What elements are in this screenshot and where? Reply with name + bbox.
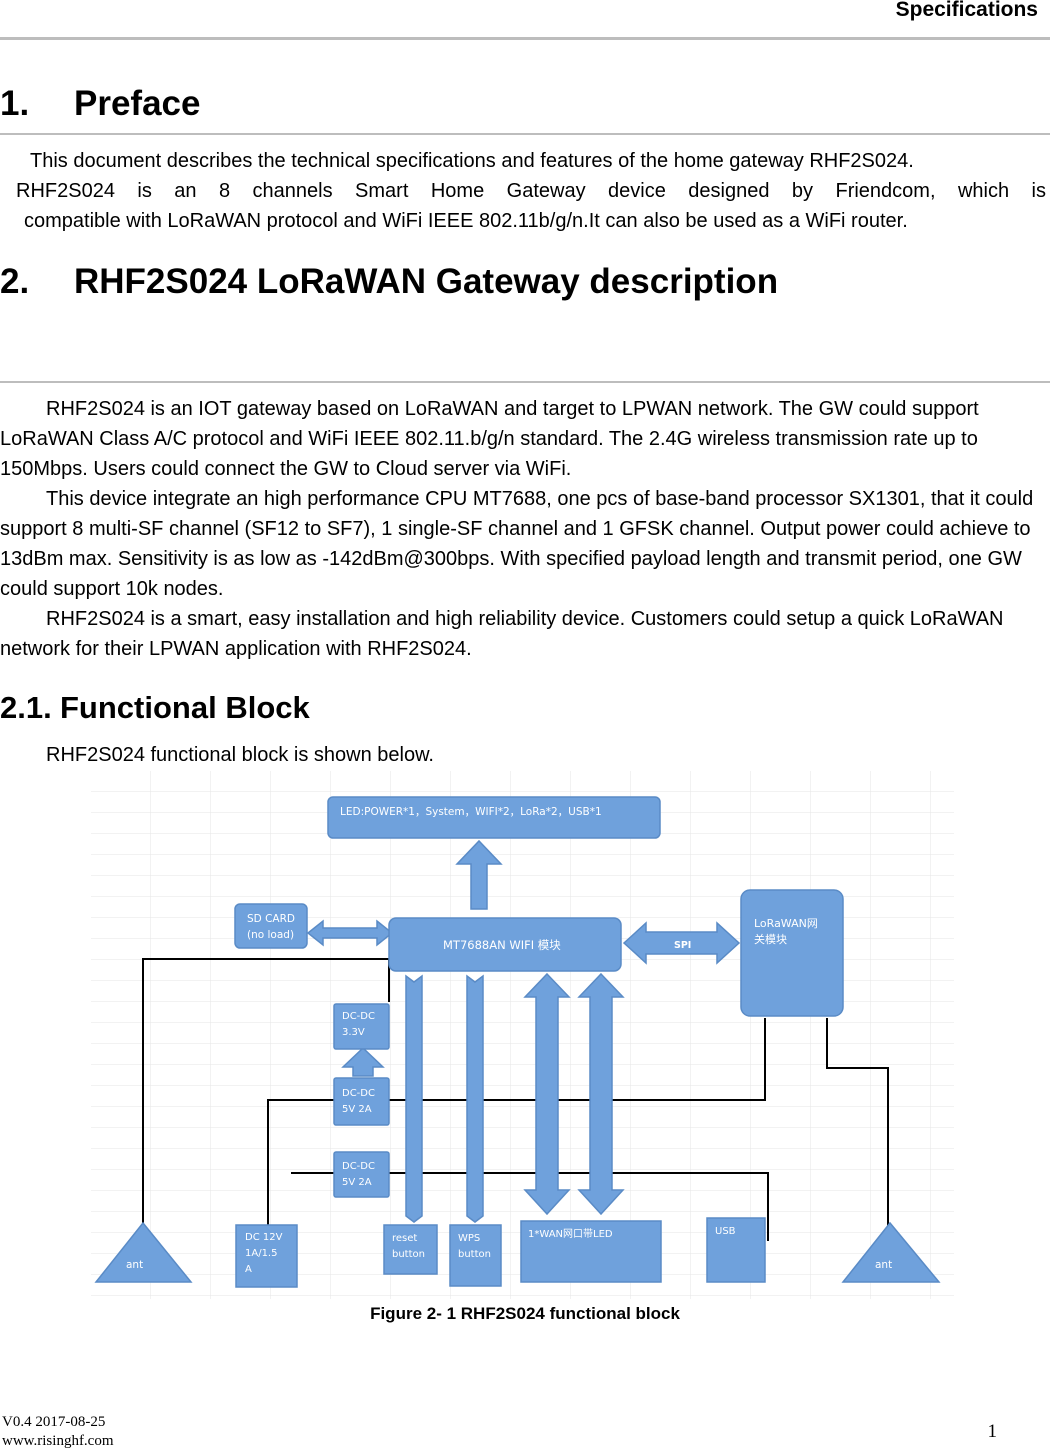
dcdc-3v3-box: DC-DC 3.3V	[333, 1003, 390, 1050]
dcdc-5v-2-label-1: DC-DC	[342, 1161, 375, 1172]
lorawan-box: LoRaWAN网 关模块	[740, 889, 844, 1017]
preface-line-2: RHF2S024 is an 8 channels Smart Home Gat…	[16, 180, 1046, 202]
dcdc-5v-box-1: DC-DC 5V 2A	[333, 1077, 390, 1126]
spi-label: SPI	[674, 940, 691, 951]
figure-caption: Figure 2- 1 RHF2S024 functional block	[370, 1304, 680, 1323]
section-2-1-title: Functional Block	[60, 690, 310, 725]
lorawan-label-1: LoRaWAN网	[754, 917, 818, 930]
wps-label-1: WPS	[458, 1233, 480, 1244]
ant-left-label: ant	[126, 1259, 143, 1271]
footer-version: V0.4 2017-08-25	[2, 1414, 106, 1430]
arrow-wan-1	[523, 972, 571, 1216]
section-2-number: 2.	[0, 262, 30, 301]
section-1-rule	[0, 133, 1050, 135]
diagram-wires	[142, 958, 889, 1241]
reset-button-box: reset button	[383, 1224, 438, 1275]
dc12v-label-1: DC 12V	[245, 1232, 283, 1243]
wps-label-2: button	[458, 1249, 491, 1260]
section-1-heading: 1. Preface	[0, 84, 200, 124]
diagram-grid-background	[91, 771, 954, 1299]
preface-paragraph: This document describes the technical sp…	[16, 146, 1046, 236]
ant-left: ant	[94, 1221, 193, 1283]
section-2-heading: 2. RHF2S024 LoRaWAN Gateway description	[0, 262, 778, 302]
functional-block-intro: RHF2S024 functional block is shown below…	[46, 744, 434, 766]
dcdc-5v-1-label-1: DC-DC	[342, 1088, 375, 1099]
wps-button-box: WPS button	[449, 1224, 502, 1287]
led-box: LED:POWER*1，System，WIFI*2，LoRa*2，USB*1	[327, 796, 661, 839]
dc12v-label-2: 1A/1.5	[245, 1248, 277, 1259]
dcdc-5v-2-label-2: 5V 2A	[342, 1177, 372, 1188]
dcdc-3v3-label-1: DC-DC	[342, 1011, 375, 1022]
ant-right: ant	[841, 1221, 941, 1283]
description-body: RHF2S024 is an IOT gateway based on LoRa…	[0, 394, 1056, 664]
header-rule	[0, 37, 1050, 40]
section-2-title: RHF2S024 LoRaWAN Gateway description	[74, 262, 779, 301]
section-2-rule	[0, 381, 1050, 383]
reset-label-1: reset	[392, 1233, 417, 1244]
footer-info: V0.4 2017-08-25 www.risinghf.com	[2, 1413, 114, 1451]
footer-website: www.risinghf.com	[2, 1433, 114, 1449]
dcdc-5v-box-2: DC-DC 5V 2A	[333, 1151, 390, 1198]
lorawan-label-2: 关模块	[754, 932, 787, 946]
preface-line-3: compatible with LoRaWAN protocol and WiF…	[24, 210, 908, 232]
sd-card-label-2: (no load)	[247, 929, 294, 941]
arrow-dcdc	[341, 1046, 385, 1077]
description-paragraph-1: RHF2S024 is an IOT gateway based on LoRa…	[0, 398, 979, 480]
ant-right-label: ant	[875, 1259, 892, 1271]
header-title: Specifications	[895, 0, 1038, 21]
page-number: 1	[987, 1421, 998, 1442]
description-paragraph-2: This device integrate an high performanc…	[0, 488, 1034, 600]
arrow-wan-2	[577, 972, 625, 1216]
arrow-wps	[466, 974, 484, 1223]
arrow-up-led	[455, 839, 503, 910]
section-2-1-heading: 2.1.Functional Block	[0, 690, 310, 726]
section-1-title: Preface	[74, 84, 201, 123]
mt7688-label: MT7688AN WIFI 模块	[443, 938, 561, 952]
led-box-label: LED:POWER*1，System，WIFI*2，LoRa*2，USB*1	[340, 806, 602, 818]
dcdc-3v3-label-2: 3.3V	[342, 1027, 365, 1038]
arrow-reset	[405, 974, 423, 1223]
preface-line-1: This document describes the technical sp…	[30, 150, 914, 172]
wan-box: 1*WAN网口带LED	[520, 1220, 662, 1283]
dc12v-box: DC 12V 1A/1.5 A	[235, 1224, 298, 1288]
usb-box: USB	[706, 1217, 766, 1283]
reset-label-2: button	[392, 1249, 425, 1260]
dcdc-5v-1-label-2: 5V 2A	[342, 1104, 372, 1115]
sd-card-box: SD CARD (no load)	[234, 903, 308, 949]
section-1-number: 1.	[0, 84, 30, 123]
arrow-spi	[622, 921, 741, 965]
wan-label: 1*WAN网口带LED	[528, 1228, 613, 1240]
sd-card-label-1: SD CARD	[247, 913, 295, 925]
functional-block-diagram: LED:POWER*1，System，WIFI*2，LoRa*2，USB*1 S…	[91, 771, 954, 1299]
mt7688-box: MT7688AN WIFI 模块	[388, 917, 622, 972]
section-2-1-number: 2.1.	[0, 690, 52, 725]
usb-label: USB	[715, 1226, 736, 1237]
dc12v-label-3: A	[245, 1264, 252, 1275]
description-paragraph-3: RHF2S024 is a smart, easy installation a…	[0, 608, 1004, 660]
